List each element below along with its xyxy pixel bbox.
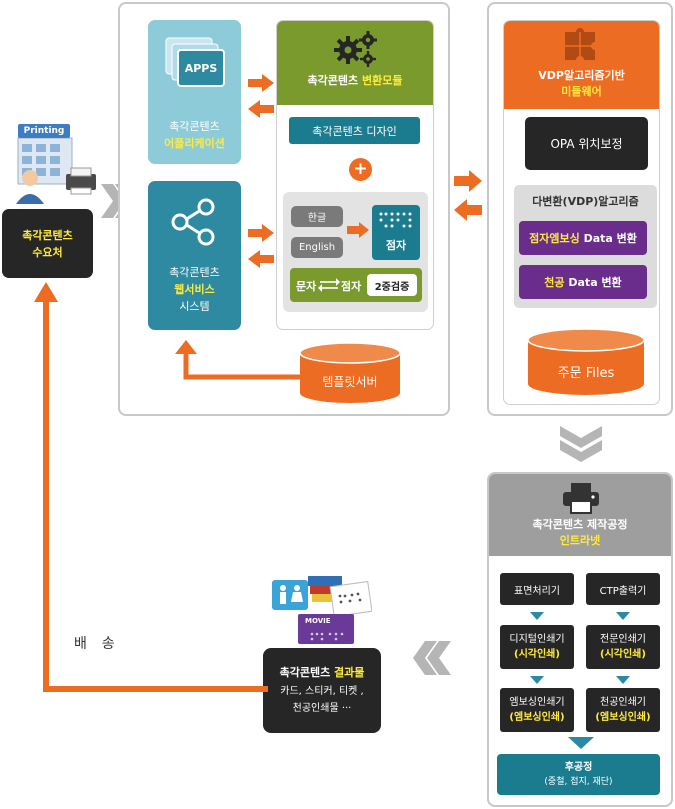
- swap-arrows-icon: [318, 278, 340, 292]
- apps-icon: [164, 36, 228, 92]
- grey-chevron-left-icon: [413, 641, 451, 675]
- hangul-box: 한글: [291, 206, 343, 227]
- ctp-output-box: CTP출력기: [586, 573, 660, 605]
- arrow-down-icon: [530, 612, 544, 620]
- gears-icon: [334, 31, 377, 67]
- printing-sign: Printing: [18, 124, 70, 138]
- order-files-cylinder-icon: [527, 328, 645, 395]
- emboss-convert-box: 점자엠보싱 Data 변환: [519, 221, 647, 255]
- app-line2: 어플리케이션: [164, 137, 225, 150]
- offset-press-box: 전문인쇄기 (시각인쇄): [586, 625, 660, 669]
- post-process-box: 후공정 (중철, 접지, 재단): [497, 754, 660, 795]
- results-line2: 카드, 스티커, 티켓 ,: [280, 686, 364, 697]
- printer-building-icon: [14, 124, 100, 204]
- requester-line2: 수요처: [32, 245, 63, 259]
- printing-label: Printing: [23, 126, 65, 136]
- delivery-arrow-icon: [34, 282, 268, 692]
- module-title: 촉각콘텐츠 변환모듈: [307, 74, 403, 87]
- digital-press-box: 디지털인쇄기 (시각인쇄): [500, 625, 574, 669]
- feedback-arrow-icon: [175, 340, 300, 380]
- app-line1: 촉각콘텐츠: [169, 120, 220, 133]
- verify-badge: 2중검증: [367, 274, 417, 296]
- apps-icon-label: APPS: [184, 61, 218, 75]
- app-box-label: 촉각콘텐츠 어플리케이션: [148, 112, 241, 158]
- production-title: 촉각콘텐츠 제작공정 인트라넷: [489, 516, 671, 550]
- perforation-press-box: 천공인쇄기 (엠보싱인쇄): [586, 688, 660, 732]
- arrow-right-icon: [248, 224, 274, 242]
- arrow-right-icon: [454, 170, 482, 192]
- results-box: 촉각콘텐츠 결과물 카드, 스티커, 티켓 , 천공인쇄물 ···: [263, 648, 381, 733]
- perforation-convert-box: 천공 Data 변환: [519, 265, 647, 299]
- braille-label: 점자: [385, 239, 407, 252]
- results-illustration: [272, 574, 373, 646]
- arrow-right-icon: [248, 74, 274, 92]
- delivery-label: 배 송: [74, 636, 117, 652]
- emboss-press-box: 엠보싱인쇄기 (엠보싱인쇄): [500, 688, 574, 732]
- movie-label: MOVIE: [305, 617, 331, 625]
- order-files-label: 주문 Files: [557, 365, 615, 381]
- requester-line1: 촉각콘텐츠: [22, 228, 73, 242]
- template-server-label: 템플릿서버: [322, 374, 378, 389]
- requester-box: 촉각콘텐츠 수요처: [2, 209, 93, 278]
- printer-icon: [563, 483, 599, 514]
- grey-chevron-down-icon: [560, 426, 602, 462]
- arrow-left-icon: [454, 199, 482, 221]
- arrow-down-icon: [616, 676, 630, 684]
- share-icon: [171, 198, 215, 246]
- production-title-line1: 촉각콘텐츠 제작공정: [532, 518, 628, 531]
- production-title-line2: 인트라넷: [559, 534, 601, 547]
- english-box: English: [291, 237, 343, 258]
- arrow-down-icon: [530, 676, 544, 684]
- braille-dots-icon: [379, 212, 412, 228]
- web-service-box: [148, 181, 241, 330]
- surface-treater-box: 표면처리기: [500, 573, 574, 605]
- results-line3: 천공인쇄물 ···: [292, 703, 352, 714]
- web-line2: 웹서비스: [174, 282, 215, 296]
- arrow-left-icon: [248, 100, 274, 118]
- puzzle-icon: [565, 28, 595, 60]
- web-box-label: 촉각콘텐츠 웹서비스 시스템: [148, 258, 241, 320]
- web-line3: 시스템: [179, 299, 210, 313]
- arrow-right-icon: [347, 222, 369, 238]
- arrow-down-icon: [616, 612, 630, 620]
- conv-to-label: 점자: [341, 280, 362, 293]
- opa-box: OPA 위치보정: [525, 117, 648, 170]
- merge-arrow-icon: [568, 737, 594, 749]
- plus-icon: +: [349, 158, 372, 181]
- design-box: 촉각콘텐츠 디자인: [289, 117, 420, 144]
- template-server-cylinder-icon: [299, 342, 401, 403]
- conv-from-label: 문자: [296, 280, 317, 293]
- web-line1: 촉각콘텐츠: [169, 265, 220, 279]
- middleware-title: VDP알고리즘기반 미들웨어: [503, 66, 660, 102]
- middleware-title-line2: 미들웨어: [561, 85, 602, 98]
- middleware-title-line1: VDP알고리즘기반: [538, 69, 625, 82]
- vdp-title: 다변환(VDP)알고리즘: [532, 195, 639, 208]
- arrow-left-icon: [248, 250, 274, 268]
